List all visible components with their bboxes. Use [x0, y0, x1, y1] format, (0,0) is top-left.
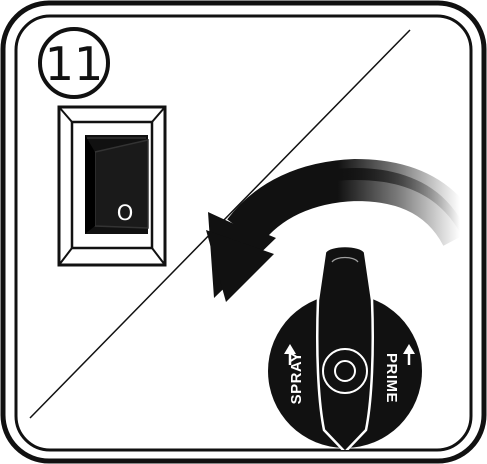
counterclockwise-arrow-icon [206, 158, 471, 302]
prime-spray-valve-icon: SPRAY PRIME [268, 244, 422, 450]
switch-off-label: O [117, 201, 134, 225]
prime-label: PRIME [383, 353, 400, 403]
spray-label: SPRAY [288, 352, 305, 405]
rocker-switch-icon: O [57, 105, 167, 267]
step-number-badge: 11 [38, 27, 110, 99]
step-number: 11 [45, 37, 104, 91]
